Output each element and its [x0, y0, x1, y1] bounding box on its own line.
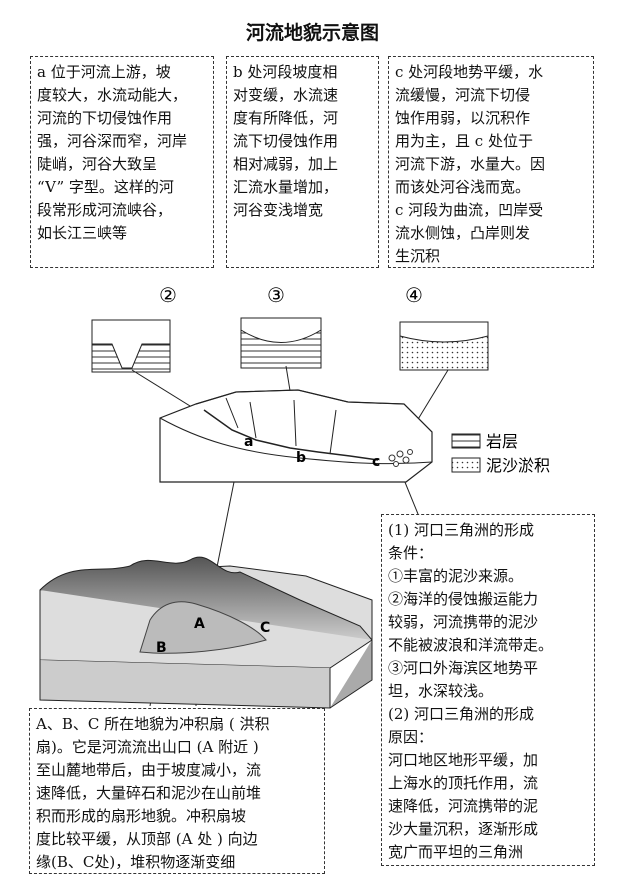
text-line: 度有所降低，河: [233, 109, 339, 127]
text-line: 缘(B、C处)，堆积物逐渐变细: [36, 853, 236, 871]
svg-text:③: ③: [267, 283, 285, 307]
text-line: 度较大，水流动能大，: [37, 86, 188, 104]
text-line: 至山麓地带后，由于坡度减小，流: [36, 761, 262, 779]
text-line: 度比较平缓，从顶部 (A 处 ) 向边: [36, 830, 258, 848]
cross-section-4: [399, 321, 489, 371]
text-line: 河谷变浅增宽: [233, 201, 324, 219]
point-c: c: [372, 454, 380, 470]
text-line: 汇流水量增加，: [233, 178, 339, 196]
point-C: C: [260, 620, 270, 636]
svg-text:②: ②: [159, 283, 177, 307]
marker-3: ③: [267, 283, 285, 307]
text-box-downstream: c 处河段地势平缓，水流缓慢，河流下切侵蚀作用弱，以沉积作用为主，且 c 处位于…: [388, 56, 594, 268]
text-line: 河流下游，水量大。因: [395, 155, 546, 173]
point-b: b: [296, 450, 306, 466]
text-line: 而该处河谷浅而宽。: [395, 178, 531, 196]
text-line: “V” 字型。这样的河: [37, 178, 174, 196]
text-line: 对变缓，水流速: [233, 86, 339, 104]
text-line: 河口地区地形平缓，加: [388, 751, 539, 769]
text-line: 河流的下切侵蚀作用: [37, 109, 173, 127]
legend-rock-swatch: [451, 433, 481, 449]
text-line: ③河口外海滨区地势平: [388, 659, 539, 677]
river-block-diagram: a b c: [159, 389, 433, 483]
text-box-delta: (1) 河口三角洲的形成条件： ①丰富的泥沙来源。 ②海洋的侵蚀搬运能力较弱，河流携…: [381, 514, 595, 866]
text-line: 陡峭，河谷大致呈: [37, 155, 158, 173]
legend-sediment-swatch: [451, 457, 481, 473]
text-line: 原因：: [388, 728, 434, 746]
text-line: 速降低，河流携带的泥: [388, 797, 539, 815]
text-line: 如长江三峡等: [37, 224, 128, 242]
svg-text:④: ④: [405, 283, 423, 307]
point-a: a: [244, 434, 253, 450]
marker-4: ④: [405, 283, 423, 307]
text-line: 宽广而平坦的三角洲: [388, 843, 524, 861]
text-line: 沙大量沉积，逐渐形成: [388, 820, 539, 838]
text-line: 用为主，且 c 处位于: [395, 132, 533, 150]
text-line: c 处河段地势平缓，水: [395, 63, 544, 81]
text-line: 强，河谷深而窄，河岸: [37, 132, 188, 150]
text-line: 上海水的顶托作用，流: [388, 774, 539, 792]
text-line: 较弱，河流携带的泥沙: [388, 613, 539, 631]
alluvial-fan-diagram: A B C: [39, 556, 373, 709]
text-line: 坦，水深较浅。: [388, 682, 494, 700]
legend-rock-label: 岩层: [486, 432, 518, 451]
point-A: A: [194, 616, 205, 632]
legend: 岩层 泥沙淤积: [451, 432, 550, 475]
text-line: (1) 河口三角洲的形成: [388, 521, 535, 539]
marker-2: ②: [159, 283, 177, 307]
text-line: b 处河段坡度相: [233, 63, 338, 81]
text-box-upstream: a 位于河流上游，坡度较大，水流动能大， 河流的下切侵蚀作用强，河谷深而窄，河岸陡…: [30, 56, 214, 268]
legend-sediment-label: 泥沙淤积: [486, 456, 550, 475]
text-line: c 河段为曲流，凹岸受: [395, 201, 544, 219]
text-line: (2) 河口三角洲的形成: [388, 705, 535, 723]
text-box-midstream: b 处河段坡度相对变缓，水流速度有所降低，河流下切侵蚀作用相对减弱，加上汇流水量…: [226, 56, 379, 268]
point-B: B: [156, 640, 167, 656]
page-title: 河流地貌示意图: [245, 22, 379, 44]
text-line: a 位于河流上游，坡: [37, 63, 171, 81]
text-line: 扇)。它是河流流出山口 (A 附近 ): [36, 738, 259, 756]
text-line: 生沉积: [395, 247, 441, 265]
text-line: 流缓慢，河流下切侵: [395, 86, 531, 104]
text-line: 条件：: [388, 544, 434, 562]
cross-section-3: [240, 317, 322, 369]
text-line: 流水侧蚀，凸岸则发: [395, 224, 531, 242]
text-line: 速降低，大量碎石和泥沙在山前堆: [36, 784, 262, 802]
text-line: ①丰富的泥沙来源。: [388, 567, 524, 585]
text-line: ②海洋的侵蚀搬运能力: [388, 590, 539, 608]
text-line: 蚀作用弱，以沉积作: [395, 109, 531, 127]
text-line: 流下切侵蚀作用: [233, 132, 339, 150]
text-line: 不能被波浪和洋流带走。: [388, 636, 554, 654]
text-line: 相对减弱，加上: [233, 155, 339, 173]
text-line: 段常形成河流峡谷，: [37, 201, 173, 219]
text-line: 积而形成的扇形地貌。冲积扇坡: [36, 807, 247, 825]
text-box-alluvial-fan: A、B、C 所在地貌为冲积扇 ( 洪积扇)。它是河流流出山口 (A 附近 ) 至山…: [29, 708, 325, 874]
text-line: A、B、C 所在地貌为冲积扇 ( 洪积: [36, 715, 270, 733]
cross-section-2: [91, 319, 171, 373]
